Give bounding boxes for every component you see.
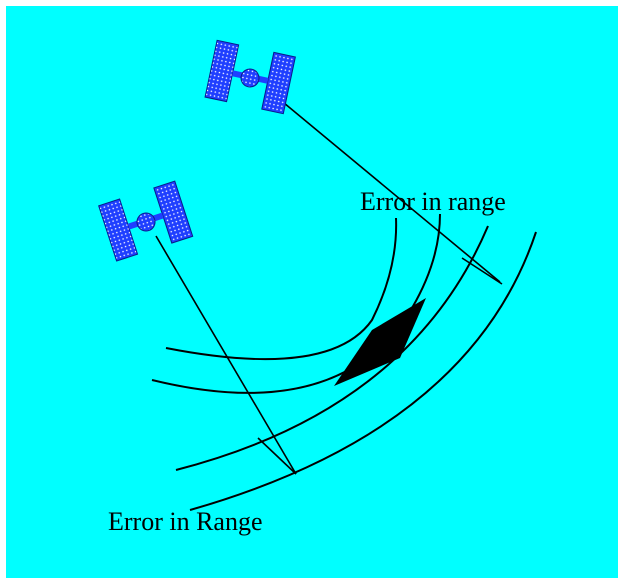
- error-tick-sat1: [461, 257, 503, 285]
- range-line-sat2: [155, 235, 297, 475]
- range-arc-sat1-inner: [175, 225, 489, 471]
- satellite-icon: [98, 180, 194, 262]
- range-arc-sat2-inner: [165, 217, 398, 361]
- range-arc-sat1-outer: [189, 231, 537, 511]
- satellite-icon: [204, 39, 296, 115]
- range-line-sat1: [277, 97, 501, 283]
- error-region: [334, 298, 426, 386]
- error-in-range-label-bottom: Error in Range: [108, 507, 263, 536]
- diagram-background: [6, 6, 618, 578]
- error-in-range-label-top: Error in range: [360, 187, 506, 216]
- error-tick-sat2: [257, 437, 297, 475]
